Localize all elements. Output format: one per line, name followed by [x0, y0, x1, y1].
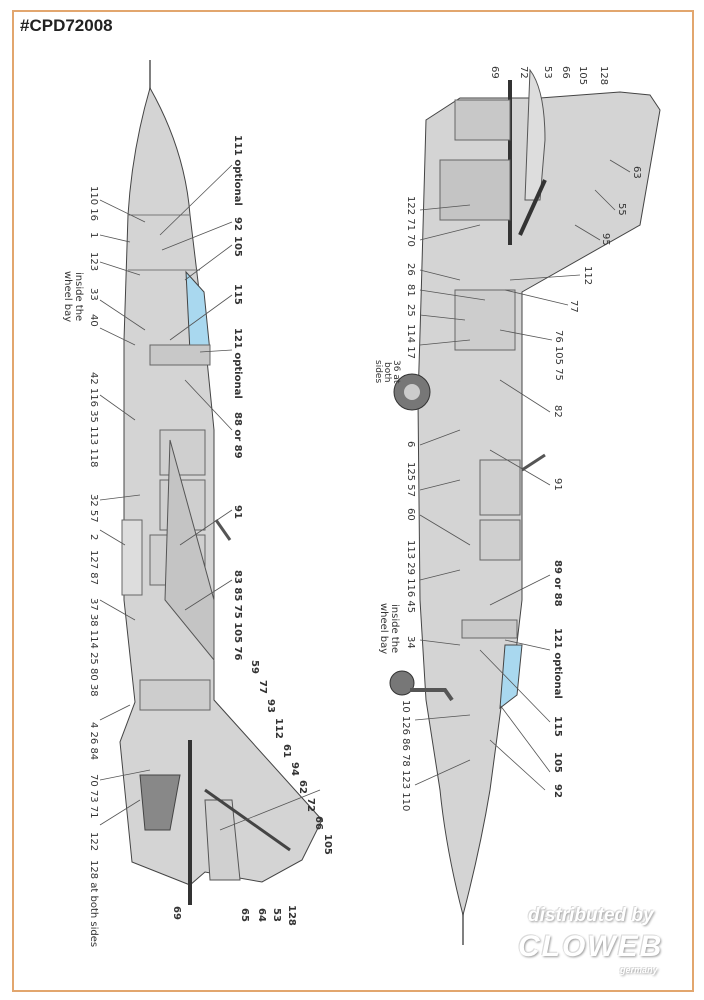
- callout-label: 25: [405, 304, 416, 317]
- callout-label: 70 73 71: [88, 774, 99, 819]
- callout-label: 42 116 35 113 118: [88, 372, 99, 468]
- callout-note: inside the wheel bay: [378, 603, 400, 655]
- callout-label: 112: [582, 266, 593, 286]
- callout-label: 121 optional: [232, 328, 243, 399]
- callout-label: 114 17: [405, 324, 416, 359]
- callout-label: 53: [542, 66, 553, 79]
- callout-label: 89 or 88: [552, 560, 563, 607]
- right-canopy: [499, 644, 523, 710]
- callout-label: 55: [616, 203, 627, 216]
- callout-label: 93: [265, 699, 276, 713]
- callout-label: 2: [88, 534, 99, 541]
- callout-label: 115: [232, 284, 243, 305]
- callout-label: 83 85 75 105 76: [232, 570, 243, 661]
- callout-label: 77: [257, 680, 268, 694]
- callout-label: 63: [631, 166, 642, 179]
- callout-label: 92: [232, 217, 243, 231]
- page-border: [12, 10, 694, 992]
- callout-label: 77: [568, 300, 579, 313]
- callout-note: inside the wheel bay: [62, 271, 84, 323]
- callout-label: 69: [171, 906, 182, 920]
- callout-label: 127 87: [88, 550, 99, 585]
- callout-label: 128 at both sides: [88, 860, 99, 948]
- callout-label: 105: [232, 236, 243, 257]
- callout-label: 112: [273, 718, 284, 739]
- callout-label: 82: [552, 405, 563, 418]
- callout-label: 105: [577, 66, 588, 86]
- product-code: #CPD72008: [20, 16, 113, 35]
- callout-label: 1: [88, 232, 99, 239]
- left-aircraft-view: [99, 60, 323, 905]
- callout-label: 91: [232, 505, 243, 519]
- callout-label: 40: [88, 314, 99, 327]
- callout-label: 115: [552, 716, 563, 737]
- callout-label: 64: [256, 908, 267, 922]
- callout-label: 128: [598, 66, 609, 86]
- callout-label: 66: [560, 66, 571, 79]
- callout-label: 26: [405, 263, 416, 276]
- callout-label: 123: [88, 252, 99, 272]
- callout-label: 88 or 89: [232, 412, 243, 459]
- right-aircraft-view: [389, 68, 661, 945]
- callout-label: 72: [518, 66, 529, 79]
- callout-label: 66: [313, 816, 324, 830]
- callout-label: 72: [305, 798, 316, 812]
- callout-label: 113 29 116 45: [405, 540, 416, 614]
- callout-label: 60: [405, 508, 416, 521]
- callout-label: 81: [405, 284, 416, 297]
- callout-label: 105: [322, 834, 333, 855]
- callout-label: 32 57: [88, 494, 99, 523]
- callout-label: 125 57: [405, 462, 416, 497]
- watermark-brand-logo: CLOWEB: [518, 930, 664, 963]
- watermark-distributed-by: distributed by: [528, 905, 654, 926]
- callout-label: 53: [271, 908, 282, 922]
- callout-label: 62: [297, 780, 308, 794]
- callout-label: 122: [88, 832, 99, 852]
- callout-label: 110 16: [88, 186, 99, 221]
- callout-label: 69: [489, 66, 500, 79]
- callout-label: 4 26 84: [88, 722, 99, 761]
- callout-label: 34: [405, 636, 416, 649]
- callout-label: 65: [239, 908, 250, 922]
- callout-label: 91: [552, 478, 563, 491]
- callout-label: 76 105 75: [553, 330, 564, 381]
- callout-label: 128: [286, 905, 297, 926]
- callout-label: 121 optional: [552, 628, 563, 699]
- callout-label: 10 126 86 78 123 110: [400, 700, 411, 812]
- callout-note: 36 at both sides: [373, 360, 401, 384]
- callout-label: 95: [600, 233, 611, 246]
- callout-label: 105: [552, 752, 563, 773]
- watermark-country: germany: [620, 965, 658, 975]
- callout-label: 122 71 70: [405, 196, 416, 247]
- callout-label: 92: [552, 784, 563, 798]
- callout-label: 59: [249, 660, 260, 674]
- callout-label: 33: [88, 288, 99, 301]
- callout-label: 61: [281, 744, 292, 758]
- callout-label: 94: [289, 762, 300, 776]
- callout-label: 111 optional: [232, 135, 243, 206]
- callout-label: 6: [405, 441, 416, 448]
- callout-label: 37 38 114 25 80 38: [88, 598, 99, 697]
